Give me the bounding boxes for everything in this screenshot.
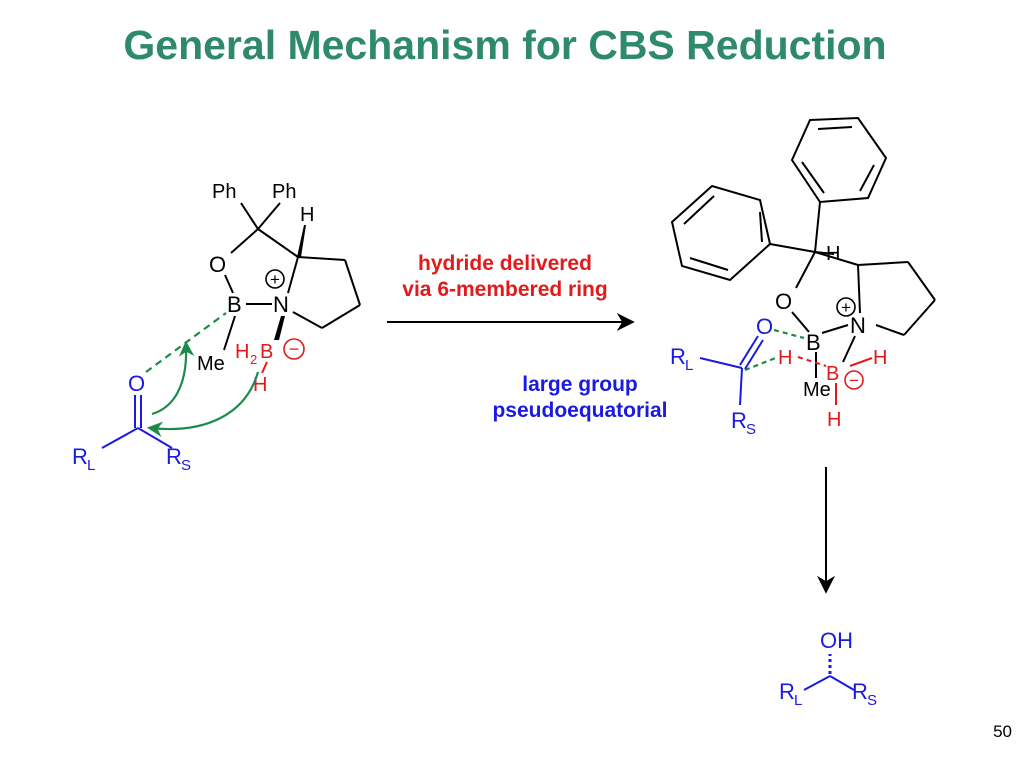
- borane-h-bond: [261, 361, 268, 374]
- bridgehead-h-label: H: [300, 204, 314, 226]
- hydride-transfer-arrow: [146, 371, 260, 437]
- ts-carbinol-h-label: H: [826, 243, 840, 265]
- ts-rs-subscript: S: [746, 421, 756, 438]
- ts-plus-sign: +: [841, 298, 851, 317]
- large-group-note-line-2: pseudoequatorial: [492, 399, 668, 422]
- ts-plus-circle: [836, 297, 856, 317]
- ts-bridging-hydride-dash: [797, 356, 827, 367]
- n-b-dative-wedge: [274, 316, 285, 340]
- ts-minus-circle: [844, 370, 864, 390]
- catalyst-borane-complex: + Ph Ph H O B N Me H 2 B H −: [197, 181, 361, 396]
- rl-subscript: L: [87, 457, 95, 474]
- product-rl-label: R: [779, 679, 795, 704]
- hydride-delivery-note: hydride delivered via 6-membered ring: [360, 251, 650, 303]
- minus-charge-circle: [283, 338, 305, 360]
- phenyl-label-1: Ph: [212, 181, 236, 203]
- borane-h-label: H: [235, 341, 249, 363]
- rs-label: R: [166, 444, 182, 469]
- borane-b-label: B: [260, 341, 273, 363]
- methyl-label: Me: [197, 353, 225, 375]
- minus-sign: −: [289, 339, 300, 359]
- rl-label: R: [72, 444, 88, 469]
- alcohol-product: OH R L R S: [779, 628, 877, 709]
- electron-flow: [145, 312, 260, 437]
- ts-minus-sign: −: [849, 371, 859, 390]
- ts-rl-subscript: L: [685, 357, 693, 374]
- phenyl-label-2: Ph: [272, 181, 296, 203]
- product-rl-subscript: L: [794, 692, 802, 709]
- ts-rs-label: R: [731, 408, 747, 433]
- ts-borane-b-label: B: [826, 363, 839, 385]
- ts-rl-label: R: [670, 344, 686, 369]
- ts-transferring-h-label: H: [778, 347, 792, 369]
- product-oh-label: OH: [820, 628, 853, 653]
- large-group-note-line-1: large group: [522, 373, 638, 396]
- hydride-note-line-1: hydride delivered: [418, 252, 592, 275]
- slide-title: General Mechanism for CBS Reduction: [123, 22, 887, 68]
- ts-ring-nitrogen-label: N: [850, 313, 866, 338]
- carbonyl-to-boron-arrow: [151, 340, 195, 416]
- ring-boron-label: B: [227, 292, 242, 317]
- borane-h-subscript: 2: [250, 352, 257, 367]
- ring-oxygen-label: O: [209, 252, 226, 277]
- transition-state: + H O B N Me H B H H − O: [670, 116, 936, 438]
- product-rs-subscript: S: [867, 692, 877, 709]
- ts-methyl-label: Me: [803, 379, 831, 401]
- ts-borane-h-right-label: H: [873, 347, 887, 369]
- hydride-note-line-2: via 6-membered ring: [402, 278, 608, 301]
- product-rs-label: R: [852, 679, 868, 704]
- page-number: 50: [993, 722, 1012, 741]
- ts-c-h-dash: [744, 355, 779, 372]
- ts-ring-oxygen-label: O: [775, 289, 792, 314]
- large-group-note: large group pseudoequatorial: [460, 372, 700, 424]
- plus-charge-circle: [265, 269, 285, 289]
- ts-carbonyl-oxygen-label: O: [756, 314, 773, 339]
- n-to-borane-bond: [842, 335, 856, 363]
- ring-nitrogen-label: N: [273, 292, 289, 317]
- ketone-substrate: O R L R S: [72, 371, 191, 474]
- ts-borane-h-bottom-label: H: [827, 409, 841, 431]
- ts-ring-boron-label: B: [806, 330, 821, 355]
- borane-group: H 2 B H: [235, 341, 273, 396]
- ts-o-b-dash: [773, 328, 805, 340]
- ketone-oxygen-label: O: [128, 371, 145, 396]
- oxazaborolidine-bonds: [223, 202, 361, 351]
- plus-sign: +: [270, 270, 280, 289]
- rs-subscript: S: [181, 457, 191, 474]
- stereo-wedge-h: [297, 225, 306, 257]
- transition-state-bonds: [670, 116, 936, 378]
